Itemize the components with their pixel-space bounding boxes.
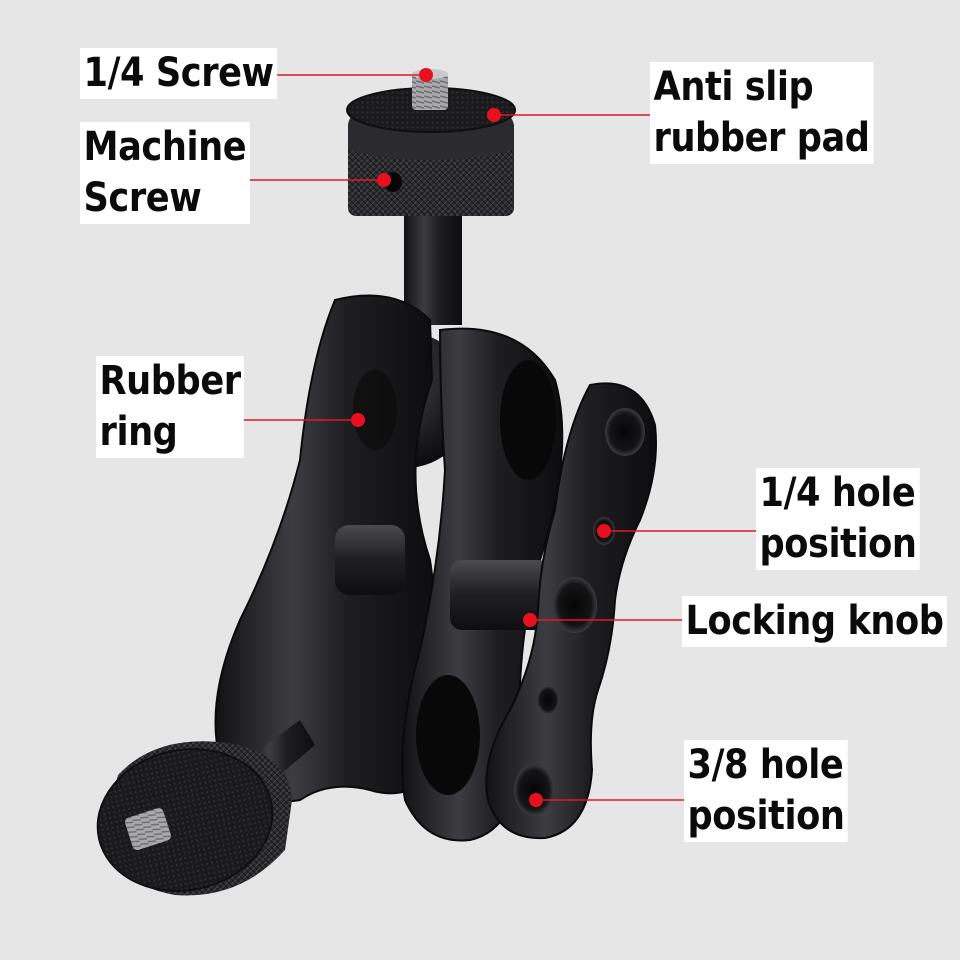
center-hole — [553, 577, 597, 633]
dot-machine-screw — [377, 173, 391, 187]
dot-three-eighths-hole — [529, 793, 543, 807]
callout-anti-slip-pad: Anti slip rubber pad — [650, 62, 874, 165]
callout-machine-screw-line1: Machine — [83, 124, 247, 170]
dot-anti-slip-pad — [487, 108, 501, 122]
callout-anti-slip-pad-line2: rubber pad — [653, 115, 870, 162]
callout-quarter-hole-line2: position — [759, 521, 917, 568]
arm-assembly — [214, 294, 657, 842]
rear-knob-shaft — [335, 525, 405, 595]
middle-arm-lower-opening — [416, 675, 480, 795]
top-hole — [605, 408, 645, 456]
bottom-rubber-pad — [96, 748, 274, 892]
callout-three-eighths-hole-line2: position — [687, 793, 845, 840]
callout-quarter-hole: 1/4 hole position — [756, 468, 921, 571]
callout-rubber-ring-line1: Rubber — [99, 358, 242, 404]
locking-knob — [450, 560, 550, 630]
leader-lines — [200, 74, 760, 801]
dot-quarter-screw — [419, 68, 433, 82]
mid-small-hole — [537, 686, 559, 714]
callout-locking-knob: Locking knob — [682, 596, 948, 648]
callout-anti-slip-pad-line1: Anti slip — [653, 64, 814, 110]
callout-three-eighths-hole: 3/8 hole position — [684, 740, 849, 843]
callout-locking-knob-line1: Locking knob — [685, 598, 944, 644]
dot-locking-knob — [523, 613, 537, 627]
middle-arm-upper-opening — [500, 360, 556, 480]
marker-dots — [351, 68, 611, 807]
dot-rubber-ring — [351, 413, 365, 427]
bottom-mount — [96, 720, 315, 896]
callout-quarter-screw-line1: 1/4 Screw — [83, 50, 275, 96]
callout-rubber-ring: Rubber ring — [96, 356, 245, 459]
callout-machine-screw: Machine Screw — [80, 122, 250, 225]
dot-quarter-hole — [597, 524, 611, 538]
top-quarter-screw — [412, 74, 448, 110]
callout-rubber-ring-line2: ring — [99, 409, 178, 456]
callout-machine-screw-line2: Screw — [83, 175, 202, 222]
callout-quarter-hole-line1: 1/4 hole — [759, 470, 916, 516]
top-mount — [346, 69, 516, 325]
bottom-quarter-screw — [125, 807, 171, 851]
three-eighths-hole — [514, 764, 554, 816]
callout-quarter-screw: 1/4 Screw — [80, 48, 278, 100]
callout-three-eighths-hole-line1: 3/8 hole — [687, 742, 844, 788]
